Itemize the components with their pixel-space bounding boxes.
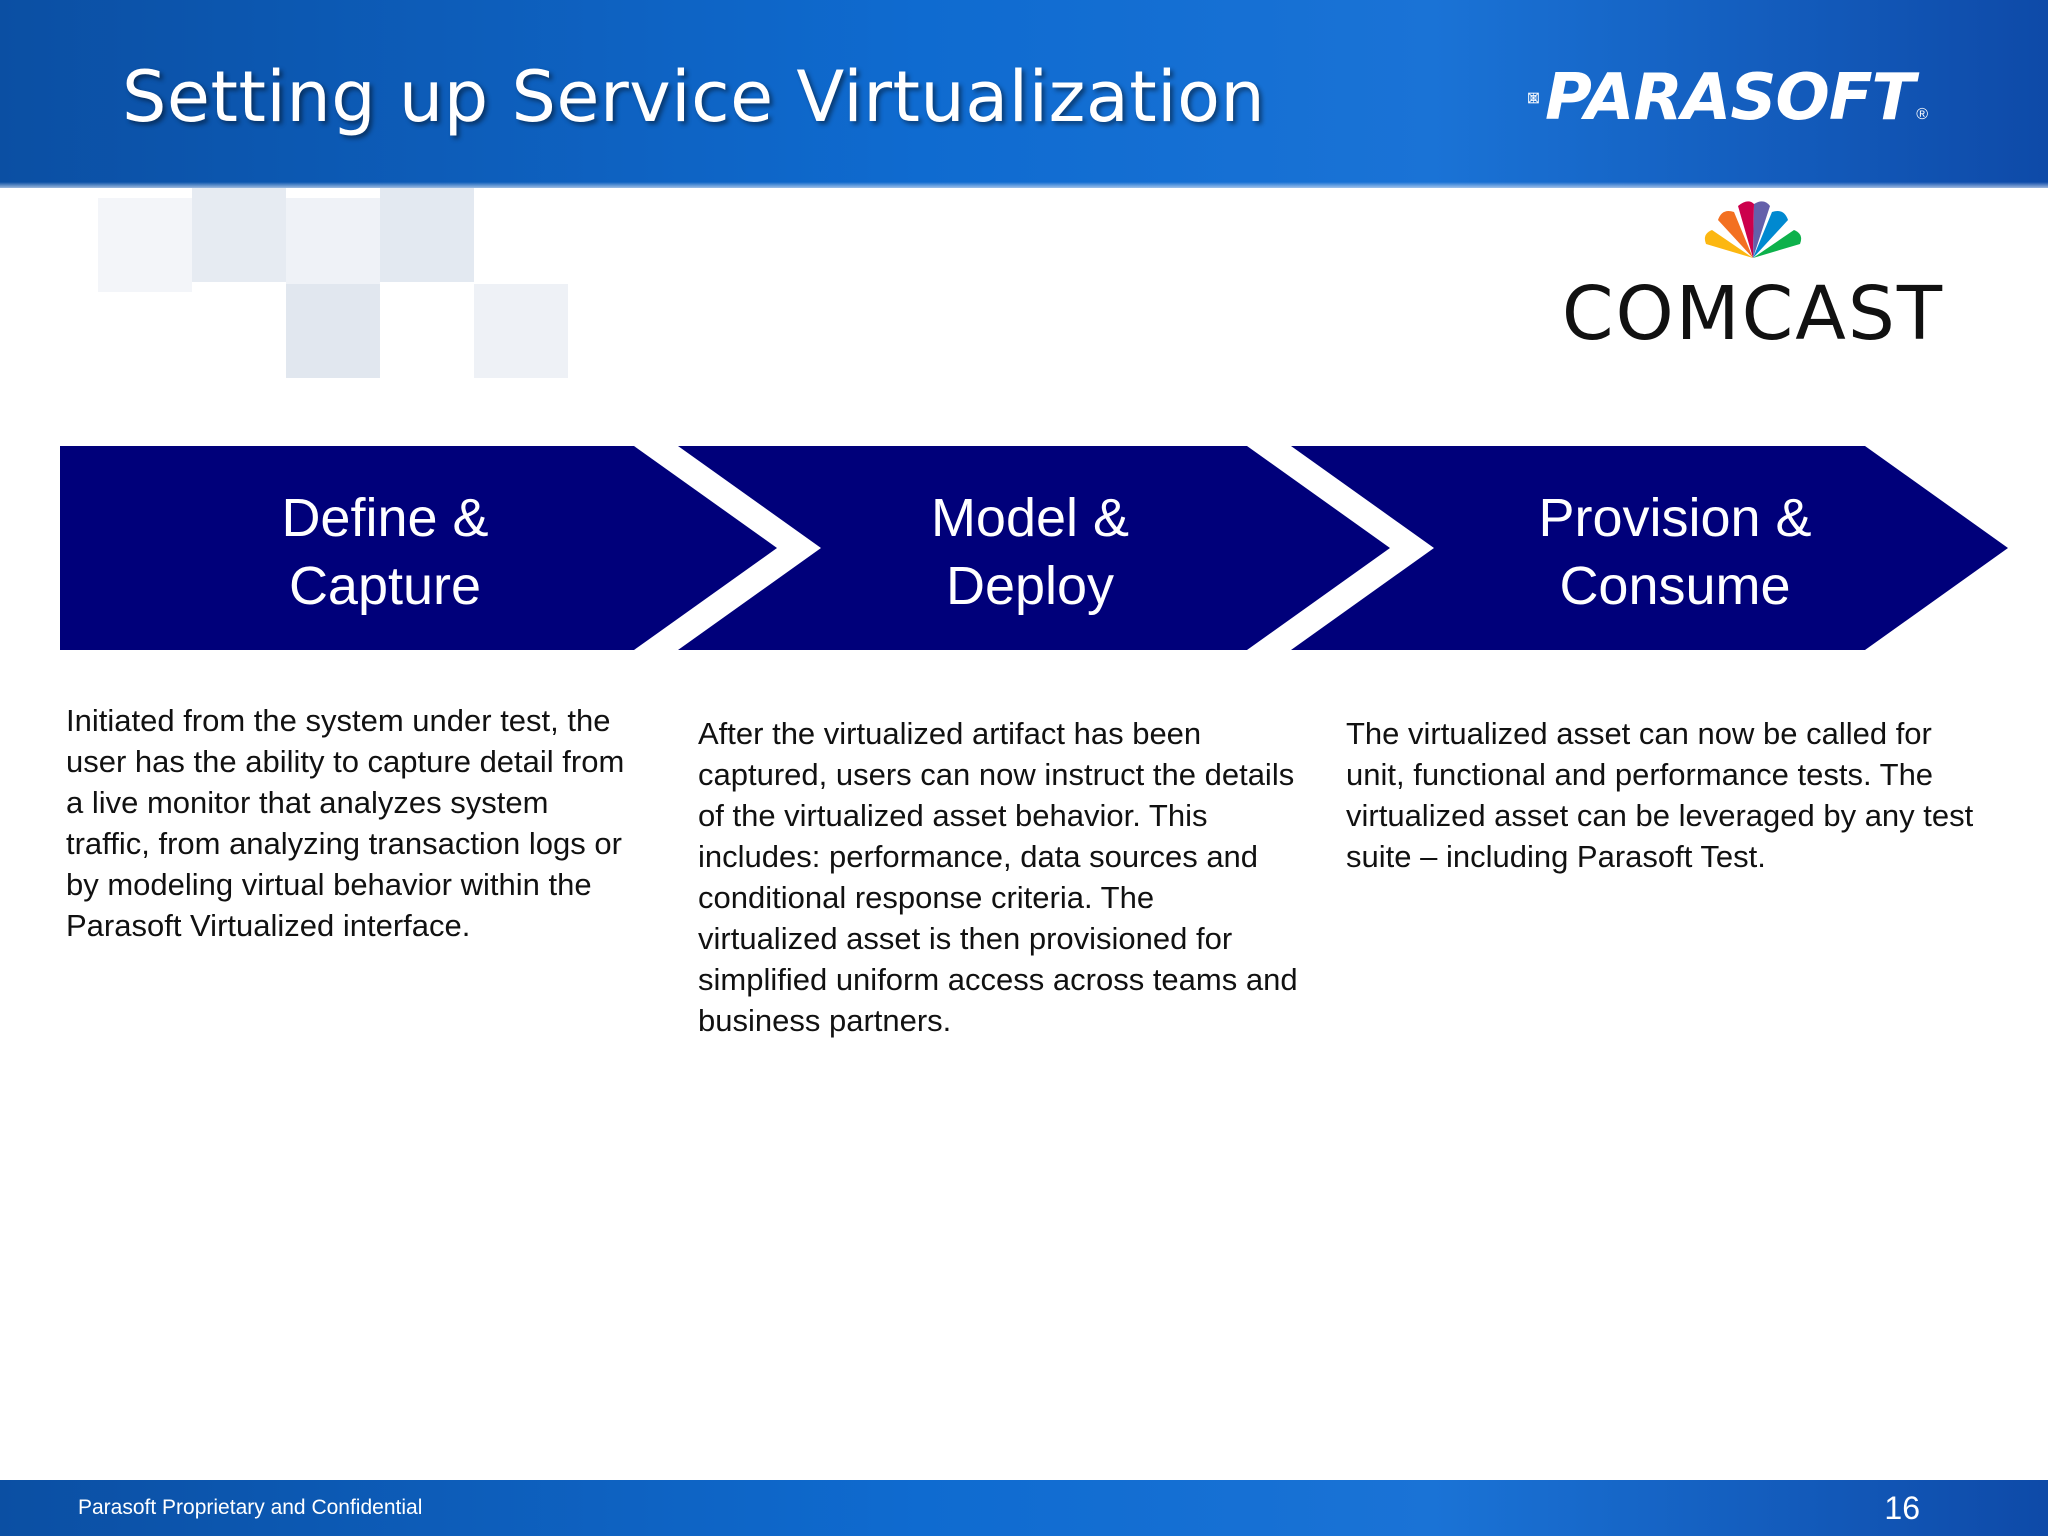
registered-mark: ® — [1916, 106, 1928, 123]
chevron-model-deploy — [678, 446, 1390, 650]
step-label-define-capture: Define & Capture — [281, 488, 489, 616]
header-banner — [0, 0, 2048, 188]
parasoft-mark-icon — [1528, 92, 1539, 104]
step-description-provision-consume: The virtualized asset can now be called … — [1346, 716, 1974, 874]
parasoft-wordmark: PARASOFT — [1544, 61, 1915, 135]
process-chevrons — [60, 446, 2008, 650]
page-number: 16 — [1884, 1490, 1920, 1526]
footer-confidential: Parasoft Proprietary and Confidential — [78, 1496, 423, 1519]
chevron-provision-consume — [1291, 446, 2008, 650]
step-description-define-capture: Initiated from the system under test, th… — [66, 703, 625, 943]
peacock-icon — [1704, 201, 1802, 258]
parasoft-logo: PARASOFT ® — [1528, 58, 1928, 138]
step-label-model-deploy: Model & Deploy — [930, 488, 1130, 616]
slide-title: Setting up Service Virtualization — [122, 56, 1266, 138]
step-description-model-deploy: After the virtualized artifact has been … — [698, 716, 1298, 1038]
footer-bar — [0, 1480, 2048, 1536]
decorative-squares — [0, 188, 700, 408]
chevron-define-capture — [60, 446, 777, 650]
comcast-wordmark: COMCAST — [1561, 271, 1945, 357]
comcast-logo: COMCAST — [1548, 196, 1958, 354]
step-label-provision-consume: Provision & Consume — [1538, 488, 1812, 616]
